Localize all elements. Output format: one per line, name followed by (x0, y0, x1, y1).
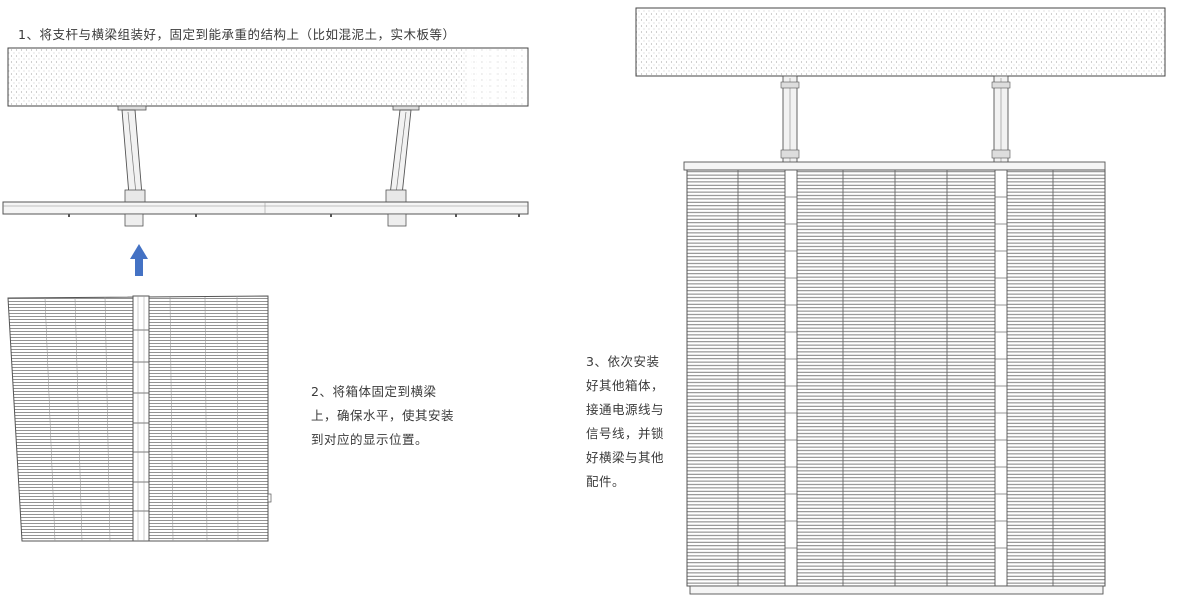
step-3-caption: 3、依次安装好其他箱体，接通电源线与信号线，并锁好横梁与其他配件。 (586, 354, 665, 489)
step-3-assembly-drawing (635, 7, 1166, 595)
top-led-panel (7, 47, 529, 107)
step-2-caption: 2、将箱体固定到横梁上，确保水平，使其安装到对应的显示位置。 (311, 384, 455, 447)
cross-beam (2, 201, 529, 227)
top-led-panel-assembled (635, 7, 1166, 77)
assembled-cabinet-wall (686, 169, 1106, 587)
step-1-caption: 1、将支杆与横梁组装好，固定到能承重的结构上（比如混泥土，实木板等） (18, 27, 456, 42)
support-post-left-assembled (780, 75, 800, 165)
support-post-left (117, 105, 147, 203)
bottom-cross-beam (689, 585, 1104, 595)
support-post-right (385, 105, 420, 203)
up-arrow-icon (130, 244, 148, 276)
mount-strip-left-assembled (784, 169, 798, 587)
top-cross-beam (683, 161, 1106, 171)
step-1-frame-drawing (2, 47, 529, 227)
mount-strip-right-assembled (994, 169, 1008, 587)
center-mount-strip (132, 295, 150, 542)
support-post-right-assembled (991, 75, 1011, 165)
step-2-cabinet-drawing (7, 295, 272, 542)
